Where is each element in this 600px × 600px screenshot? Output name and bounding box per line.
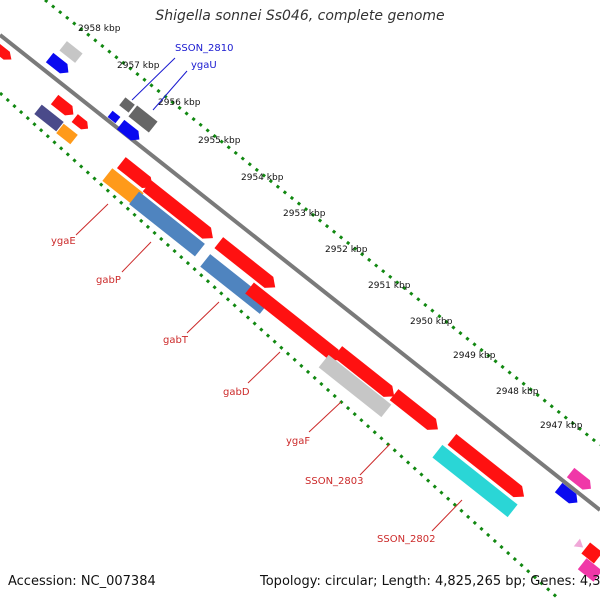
leader-line bbox=[131, 57, 176, 101]
feature-ygae-red[interactable] bbox=[116, 157, 157, 193]
feature-slate-left[interactable] bbox=[34, 104, 64, 132]
gene-label-gabp[interactable]: gabP bbox=[96, 275, 121, 286]
feature-gabt-red[interactable] bbox=[214, 237, 279, 293]
feature-blue-ygau[interactable] bbox=[116, 119, 143, 144]
tick-label: 2955 kbp bbox=[198, 136, 241, 146]
leader-line bbox=[186, 301, 220, 334]
topology-text: Topology: circular; Length: 4,825,265 bp… bbox=[260, 574, 600, 589]
tick-label: 2957 kbp bbox=[117, 61, 160, 71]
accession-text: Accession: NC_007384 bbox=[8, 574, 156, 589]
feature-ygau-gene[interactable] bbox=[128, 105, 158, 133]
feature-blue-right[interactable] bbox=[554, 482, 581, 507]
feature-red-left-1[interactable] bbox=[50, 94, 77, 119]
leader-line bbox=[121, 241, 152, 273]
feature-ygae-gene[interactable] bbox=[102, 168, 144, 206]
outer-guide-line bbox=[44, 0, 600, 447]
tick-label: 2947 kbp bbox=[540, 421, 583, 431]
gene-label-gabd[interactable]: gabD bbox=[223, 387, 250, 398]
tick-label: 2954 kbp bbox=[241, 173, 284, 183]
feature-sson2802-red[interactable] bbox=[447, 433, 529, 502]
leader-line bbox=[308, 401, 342, 433]
leader-line bbox=[431, 499, 463, 532]
gene-label-sson2802[interactable]: SSON_2802 bbox=[377, 534, 436, 545]
feature-top-left-red[interactable] bbox=[0, 41, 15, 64]
feature-sson2803-red[interactable] bbox=[389, 389, 443, 435]
feature-red-bottom-right[interactable] bbox=[581, 542, 600, 564]
leader-line bbox=[75, 203, 109, 236]
feature-gray-top[interactable] bbox=[59, 41, 83, 63]
feature-orange-left[interactable] bbox=[56, 123, 78, 145]
leader-line bbox=[247, 351, 281, 384]
feature-pink-bottom[interactable] bbox=[573, 538, 586, 552]
tick-label: 2956 kbp bbox=[158, 98, 201, 108]
gene-label-ygaf[interactable]: ygaF bbox=[286, 436, 310, 447]
feature-sson2802-gene[interactable] bbox=[432, 444, 518, 518]
tick-label: 2949 kbp bbox=[453, 351, 496, 361]
gene-label-gabt[interactable]: gabT bbox=[163, 335, 189, 346]
leader-line bbox=[152, 70, 188, 111]
feature-small-blue[interactable] bbox=[107, 110, 121, 124]
feature-blue-top[interactable] bbox=[45, 52, 72, 77]
tick-label: 2958 kbp bbox=[78, 24, 121, 34]
inner-guide-line bbox=[0, 91, 562, 600]
gene-label-sson2810[interactable]: SSON_2810 bbox=[175, 43, 234, 54]
genome-backbone bbox=[0, 33, 600, 512]
gene-label-sson2803[interactable]: SSON_2803 bbox=[305, 476, 364, 487]
feature-pink-right[interactable] bbox=[566, 467, 595, 494]
tick-label: 2948 kbp bbox=[496, 387, 539, 397]
map-title: Shigella sonnei Ss046, complete genome bbox=[155, 8, 445, 24]
feature-gabp-red[interactable] bbox=[142, 180, 218, 243]
feature-ygaf-red[interactable] bbox=[333, 346, 398, 402]
feature-red-left-2[interactable] bbox=[71, 114, 92, 132]
tick-label: 2952 kbp bbox=[325, 245, 368, 255]
feature-gabd-red[interactable] bbox=[245, 282, 345, 365]
leader-line bbox=[359, 443, 391, 476]
tick-label: 2953 kbp bbox=[283, 209, 326, 219]
gene-label-ygau[interactable]: ygaU bbox=[191, 60, 217, 71]
feature-sson2810-gene[interactable] bbox=[119, 97, 135, 113]
feature-ygaf-gene[interactable] bbox=[318, 354, 392, 418]
feature-pink-bottom-right[interactable] bbox=[577, 558, 600, 582]
feature-gabp-gene[interactable] bbox=[129, 191, 205, 257]
tick-label: 2951 kbp bbox=[368, 281, 411, 291]
gene-label-ygae[interactable]: ygaE bbox=[51, 236, 76, 247]
tick-label: 2950 kbp bbox=[410, 317, 453, 327]
